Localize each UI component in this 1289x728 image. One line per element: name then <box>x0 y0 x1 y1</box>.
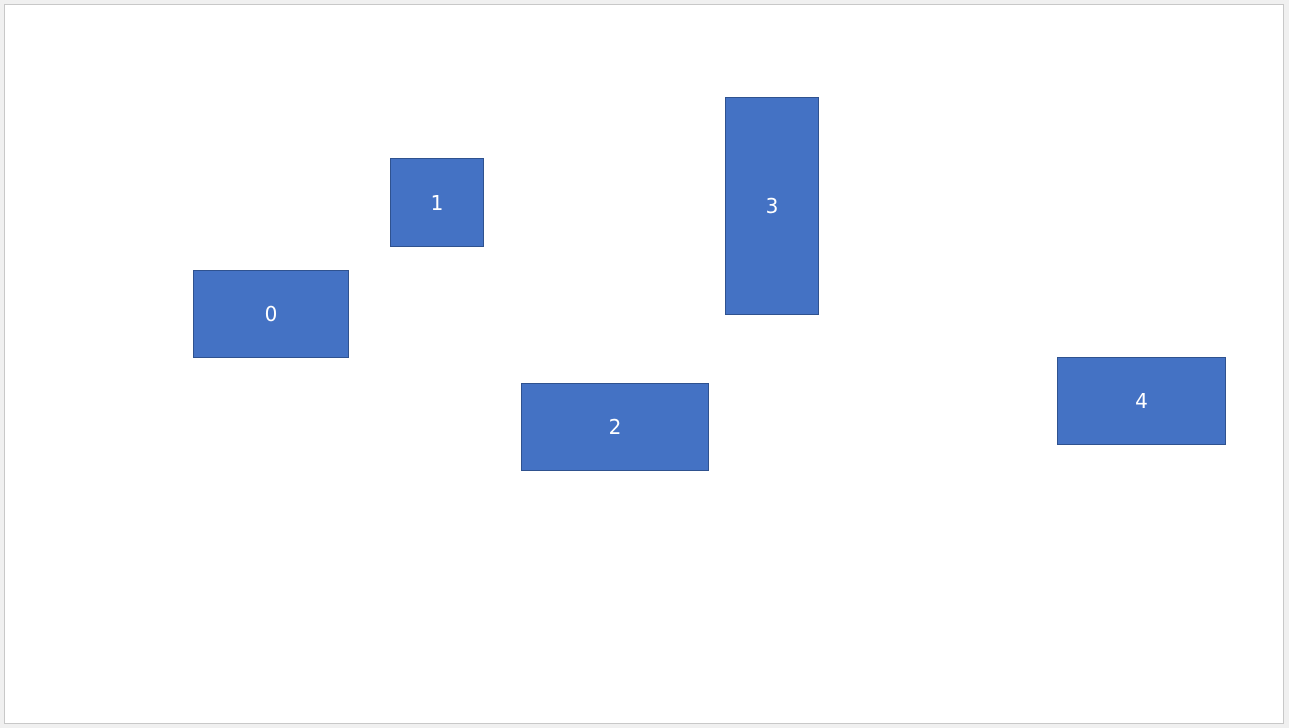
rectangle-1-label: 1 <box>430 190 444 215</box>
rectangle-4[interactable]: 4 <box>1057 357 1226 445</box>
rectangle-2[interactable]: 2 <box>521 383 709 471</box>
rectangle-3-label: 3 <box>765 194 779 218</box>
rectangle-0[interactable]: 0 <box>193 270 349 358</box>
rectangle-0-label: 0 <box>264 302 278 326</box>
rectangle-3[interactable]: 3 <box>725 97 819 315</box>
rectangle-1[interactable]: 1 <box>390 158 484 247</box>
rectangle-4-label: 4 <box>1135 389 1148 413</box>
rectangle-2-label: 2 <box>608 415 622 439</box>
slide-canvas: 0 1 2 3 4 <box>4 4 1284 724</box>
